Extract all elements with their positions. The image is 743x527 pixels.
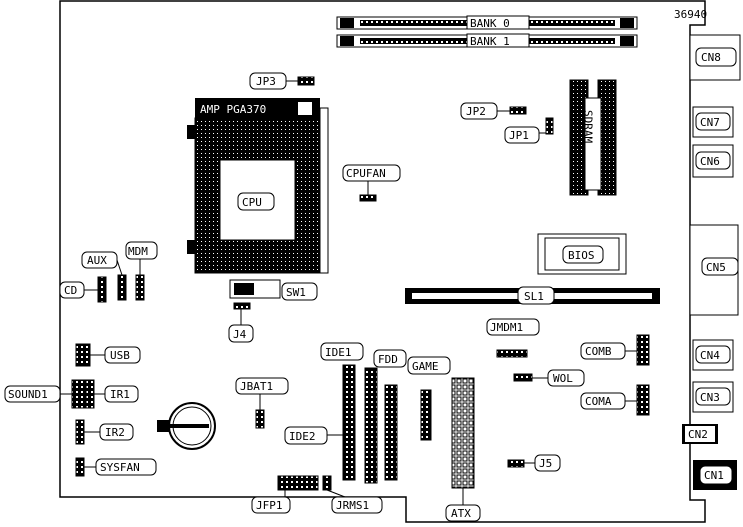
usb-connector: USB <box>75 343 141 367</box>
jmdm1-connector: JMDM1 <box>486 318 540 358</box>
sl1-label: SL1 <box>524 290 544 303</box>
sl1-slot: SL1 <box>405 286 660 305</box>
ide1-connector: IDE1 <box>320 342 378 484</box>
dimm-bank1: BANK 1 <box>336 33 638 48</box>
svg-text:WOL: WOL <box>553 372 573 385</box>
svg-text:CN5: CN5 <box>706 261 726 274</box>
cn3-connector: CN3 <box>692 381 734 413</box>
cpu-socket: AMP PGA370 CPU <box>187 98 329 274</box>
svg-text:CN4: CN4 <box>700 349 720 362</box>
cn7-connector: CN7 <box>692 106 734 138</box>
figure-id: 36940 <box>674 8 707 21</box>
jfp1-connector: JFP1 <box>251 475 319 514</box>
svg-text:CN1: CN1 <box>704 469 724 482</box>
cn8-connector: CN8 <box>689 34 741 81</box>
svg-text:COMA: COMA <box>585 395 612 408</box>
cn5-connector: CN5 <box>689 224 739 316</box>
bank1-label: BANK 1 <box>470 35 510 48</box>
sysfan-connector: SYSFAN <box>75 457 157 477</box>
svg-text:JP1: JP1 <box>509 129 529 142</box>
fdd-connector: FDD <box>373 349 407 481</box>
game-connector: GAME <box>407 356 451 441</box>
svg-text:CN2: CN2 <box>688 428 708 441</box>
svg-text:CN7: CN7 <box>700 116 720 129</box>
jrms1-connector: JRMS1 <box>322 475 383 514</box>
sw1-switch: SW1 <box>229 279 318 301</box>
svg-text:MDM: MDM <box>128 245 148 258</box>
cn4-connector: CN4 <box>692 339 734 371</box>
sound1-connector: SOUND1 <box>4 379 87 409</box>
comb-connector: COMB <box>580 334 650 366</box>
svg-text:SYSFAN: SYSFAN <box>100 461 140 474</box>
svg-text:SW1: SW1 <box>286 286 306 299</box>
svg-text:FDD: FDD <box>378 353 398 366</box>
cpufan-connector: CPUFAN <box>342 164 401 202</box>
svg-text:CN8: CN8 <box>701 51 721 64</box>
ir2-connector: IR2 <box>75 419 134 445</box>
svg-text:JMDM1: JMDM1 <box>490 321 523 334</box>
cd-connector: CD <box>59 276 107 303</box>
cn2-connector: CN2 <box>682 424 718 444</box>
svg-text:GAME: GAME <box>412 360 439 373</box>
aux-connector: AUX <box>81 251 127 301</box>
svg-text:JP3: JP3 <box>256 75 276 88</box>
svg-text:JFP1: JFP1 <box>256 499 283 512</box>
svg-text:IDE2: IDE2 <box>289 430 316 443</box>
j5-jumper: J5 <box>507 454 561 472</box>
bank0-label: BANK 0 <box>470 17 510 30</box>
jp2-jumper: JP2 <box>460 102 527 120</box>
svg-text:COMB: COMB <box>585 345 612 358</box>
ide2-connector: IDE2 <box>284 364 356 481</box>
svg-text:ATX: ATX <box>451 507 471 520</box>
wol-connector: WOL <box>513 369 585 387</box>
ir1-connector: IR1 <box>85 379 139 409</box>
sdram-chips: SDRAM <box>569 79 617 196</box>
dimm-bank0: BANK 0 <box>336 15 638 30</box>
jp1-jumper: JP1 <box>504 117 554 144</box>
svg-text:USB: USB <box>110 349 130 362</box>
sdram-label: SDRAM <box>582 110 595 143</box>
svg-text:J5: J5 <box>539 457 552 470</box>
svg-text:CD: CD <box>64 284 77 297</box>
coma-connector: COMA <box>580 384 650 416</box>
atx-power-connector: ATX <box>445 377 481 522</box>
bios-chip: BIOS <box>537 233 627 275</box>
svg-text:CN6: CN6 <box>700 155 720 168</box>
svg-text:IDE1: IDE1 <box>325 346 352 359</box>
jp3-jumper: JP3 <box>249 72 315 90</box>
svg-text:JRMS1: JRMS1 <box>336 499 369 512</box>
cpu-label: CPU <box>242 196 262 209</box>
mdm-connector: MDM <box>125 241 158 301</box>
cpu-socket-label: AMP PGA370 <box>200 103 266 116</box>
svg-text:JBAT1: JBAT1 <box>240 380 273 393</box>
bios-label: BIOS <box>568 249 595 262</box>
svg-text:SOUND1: SOUND1 <box>8 388 48 401</box>
svg-text:IR1: IR1 <box>110 388 130 401</box>
svg-text:CN3: CN3 <box>700 391 720 404</box>
jbat1-jumper: JBAT1 <box>235 377 289 429</box>
svg-text:AUX: AUX <box>87 254 107 267</box>
svg-text:JP2: JP2 <box>466 105 486 118</box>
cn6-connector: CN6 <box>692 144 734 178</box>
svg-text:J4: J4 <box>233 328 247 341</box>
svg-text:CPUFAN: CPUFAN <box>346 167 386 180</box>
cn1-connector: CN1 <box>693 460 737 490</box>
battery <box>157 402 216 450</box>
j4-jumper: J4 <box>228 302 254 343</box>
svg-text:IR2: IR2 <box>105 426 125 439</box>
